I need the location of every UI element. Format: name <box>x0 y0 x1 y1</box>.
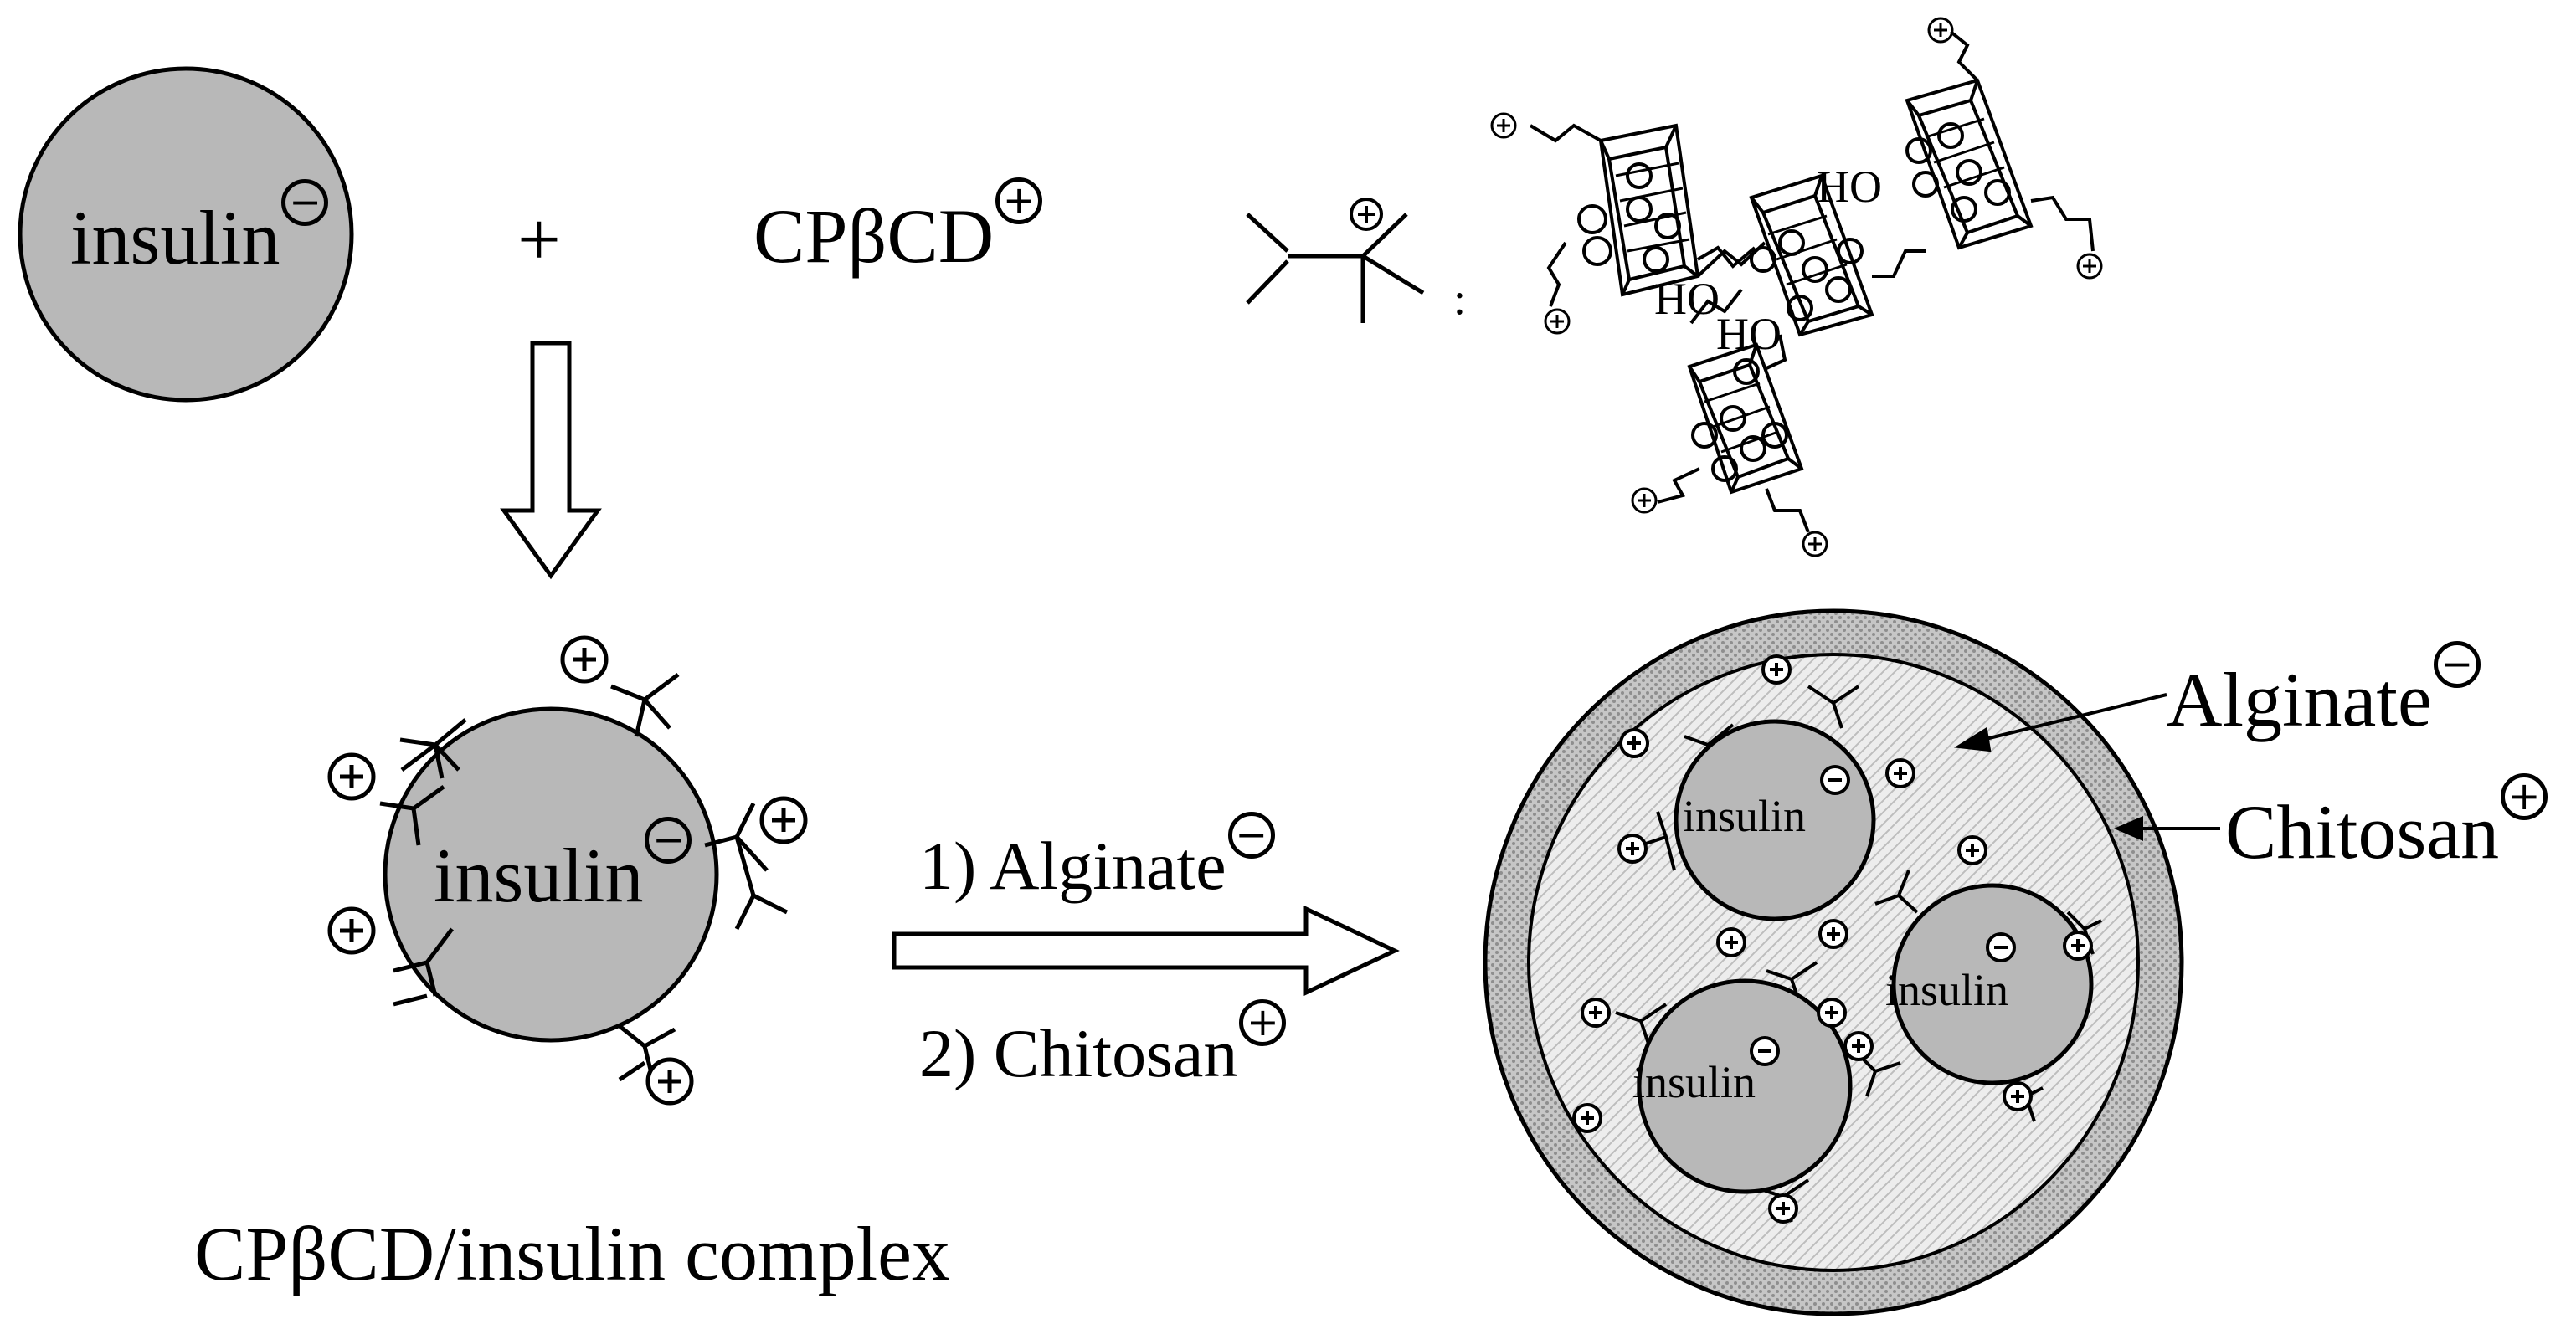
process-arrow <box>892 906 1400 996</box>
free-insulin-sphere <box>18 66 354 403</box>
down-arrow <box>500 341 602 580</box>
step1-negative-charge: − <box>1227 812 1275 859</box>
cpbcd-molecular-structure <box>1490 17 2103 557</box>
cpbcd-symbol <box>1246 198 1425 323</box>
capsule-negative-charges <box>1750 765 2016 1066</box>
ho-label-3: HO <box>1716 309 1782 359</box>
structure-colon: : <box>1453 274 1467 324</box>
capsule-insulin-3 <box>1637 978 1853 1194</box>
cpbcd-text: CPβCD <box>753 193 995 279</box>
complex-insulin-text: insulin <box>434 833 644 918</box>
ho-label-1: HO <box>1654 274 1720 324</box>
capsule-insulin-2-label: insulin <box>1885 965 2009 1015</box>
complex-insulin-sphere <box>383 706 719 1043</box>
step2-label: 2) Chitosan+ <box>919 999 1287 1088</box>
capsule-insulin-1-label: insulin <box>1683 791 1807 841</box>
step1-text: 1) Alginate <box>919 828 1226 904</box>
plus-sign: + <box>517 197 561 282</box>
chitosan-positive-charge: + <box>2501 773 2548 820</box>
alginate-text: Alginate <box>2167 657 2432 742</box>
complex-insulin-label: insulin− <box>434 817 692 914</box>
ho-label-2: HO <box>1817 162 1882 212</box>
capsule-insulin-3-label: insulin <box>1632 1057 1756 1107</box>
capsule-positive-charges <box>1572 654 2093 1224</box>
chitosan-label: Chitosan+ <box>2225 773 2548 870</box>
complex-insulin-negative-charge: − <box>645 817 692 864</box>
alginate-label: Alginate− <box>2167 641 2481 738</box>
cpbcd-positive-charge: + <box>995 177 1043 224</box>
free-insulin-text: insulin <box>70 195 280 280</box>
complex-caption: CPβCD/insulin complex <box>194 1211 950 1296</box>
free-insulin-label: insulin− <box>70 179 329 276</box>
complex-positive-charges <box>327 635 808 1106</box>
complex-group <box>327 635 808 1106</box>
alginate-negative-charge: − <box>2433 641 2481 688</box>
step2-text: 2) Chitosan <box>919 1015 1238 1091</box>
step2-positive-charge: + <box>1239 999 1287 1046</box>
cpbcd-label: CPβCD+ <box>753 177 1043 275</box>
microcapsule <box>1483 608 2220 1316</box>
free-insulin-negative-charge: − <box>281 179 329 226</box>
chitosan-text: Chitosan <box>2225 789 2500 875</box>
capsule-insulin-2 <box>1891 883 2094 1085</box>
step1-label: 1) Alginate− <box>919 812 1275 901</box>
